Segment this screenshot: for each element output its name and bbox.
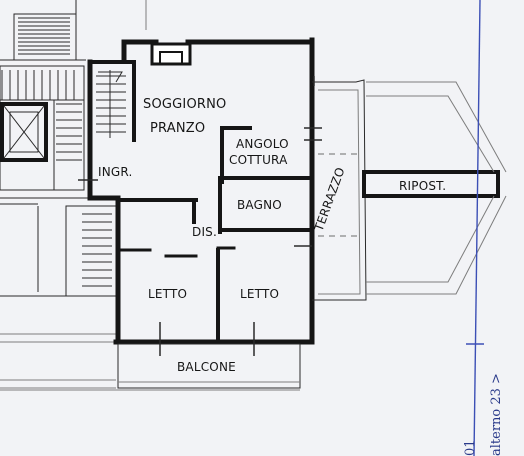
sheet-margin	[466, 0, 484, 456]
label-soggiorno: SOGGIORNO	[143, 97, 227, 112]
margin-note-line-1: 01	[463, 439, 478, 456]
label-terrazzo: TERRAZZO	[311, 165, 347, 234]
label-ingresso: INGR.	[98, 165, 133, 179]
upper-stair-outline	[13, 13, 77, 61]
label-bagno: BAGNO	[237, 198, 282, 212]
interior-walls	[116, 126, 314, 344]
label-balcone: BALCONE	[177, 360, 236, 374]
label-ripostiglio: RIPOST.	[399, 179, 446, 193]
stair-core	[0, 0, 86, 191]
label-dis: DIS.	[192, 225, 217, 239]
elevator-cross-b	[3, 105, 45, 159]
label-cottura: COTTURA	[229, 153, 288, 167]
neighbour-left	[0, 197, 117, 389]
main-stair-treads	[1, 70, 82, 161]
fireplace	[150, 42, 192, 66]
margin-note-line-2: alterno 23 >	[489, 373, 504, 456]
apartment-walls	[87, 37, 315, 345]
upper-stair-treads	[18, 17, 70, 55]
label-letto-1: LETTO	[148, 287, 187, 301]
elevator-shaft	[0, 102, 48, 162]
label-angolo: ANGOLO	[236, 137, 289, 151]
balcony	[0, 343, 301, 391]
openings	[78, 76, 322, 356]
label-letto-2: LETTO	[240, 287, 279, 301]
lower-stair-treads	[82, 213, 112, 287]
entry-stair	[96, 70, 126, 138]
label-pranzo: PRANZO	[150, 121, 205, 136]
terrace	[312, 79, 367, 301]
